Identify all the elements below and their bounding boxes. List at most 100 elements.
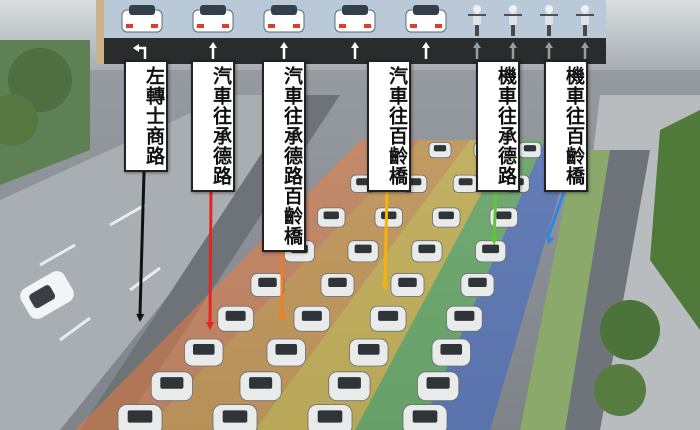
arrow-up-icon <box>509 42 517 59</box>
traffic-car-window <box>249 377 273 389</box>
sign-icons <box>121 5 594 59</box>
traffic-car-window <box>317 410 343 423</box>
left-arrow-head <box>133 44 139 52</box>
turn-left-arrow-icon <box>133 44 147 59</box>
traffic-car-window <box>222 410 248 423</box>
traffic-car-window <box>225 310 246 321</box>
traffic-car-window <box>337 377 361 389</box>
lane-label-1: 左轉士商路 <box>124 60 168 172</box>
right-tree <box>650 110 700 330</box>
traffic-car-window <box>378 310 399 321</box>
car-windshield <box>413 5 439 15</box>
lane-pointers <box>136 171 566 330</box>
traffic-car-window <box>440 344 463 355</box>
car-light <box>293 24 300 28</box>
left-arrow-shaft <box>137 46 147 59</box>
scooter-icon <box>576 5 594 36</box>
lane-pointer-arrowhead-1 <box>136 313 145 322</box>
arrow-head <box>422 42 430 48</box>
lane-pointer-arrowhead-5 <box>490 236 499 245</box>
scooter-icon <box>468 5 486 36</box>
lane-pointer-arrowhead-2 <box>205 321 215 330</box>
arrow-head <box>280 42 288 48</box>
traffic-car-window <box>192 344 215 355</box>
lane-pointer-arrowhead-6 <box>546 236 555 245</box>
traffic-car-window <box>454 310 475 321</box>
car-windshield <box>271 5 297 15</box>
traffic-car-window <box>482 244 500 254</box>
traffic-car-window <box>127 410 153 423</box>
traffic-car-window <box>357 344 380 355</box>
arrow-up-icon <box>351 42 359 59</box>
right-shrub <box>594 364 646 416</box>
arrow-up-icon <box>209 42 217 59</box>
lane-pointer-line-6 <box>546 191 566 238</box>
lane-pointer-line-5 <box>492 191 498 238</box>
arrow-up-icon <box>422 42 430 59</box>
traffic-car-window <box>381 211 397 220</box>
lane-label-6: 機車往百齡橋 <box>544 60 588 192</box>
arrow-head <box>509 42 517 48</box>
car-light <box>435 24 442 28</box>
right-shrub <box>600 300 660 360</box>
traffic-car-window <box>433 145 447 152</box>
traffic-car-window <box>328 277 347 287</box>
car-light <box>364 24 371 28</box>
scooter-wheel <box>475 25 479 36</box>
traffic-car-window <box>412 410 438 423</box>
traffic-car-window <box>418 244 436 254</box>
scooter-wheel <box>511 25 515 36</box>
traffic-car-window <box>398 277 417 287</box>
car-windshield <box>129 5 155 15</box>
lane-label-4: 汽車往百齡橋 <box>367 60 411 192</box>
lane-pointer-line-1 <box>138 171 146 315</box>
car-light <box>197 24 204 28</box>
car-icon <box>192 5 234 33</box>
traffic-car-window <box>275 344 298 355</box>
traffic-car-window <box>258 277 277 287</box>
rider-head <box>545 5 553 13</box>
overhead-sign-bar <box>96 38 606 64</box>
arrow-up-icon <box>545 42 553 59</box>
arrow-head <box>473 42 481 48</box>
lane-pointer-line-2 <box>208 191 213 323</box>
sign-edge <box>96 0 104 64</box>
bike-path <box>565 150 650 430</box>
traffic-car-window <box>468 277 487 287</box>
traffic-car-window <box>458 178 473 186</box>
scooter-icon <box>540 5 558 36</box>
car-light <box>410 24 417 28</box>
car-light <box>268 24 275 28</box>
rider-head <box>581 5 589 13</box>
car-windshield <box>342 5 368 15</box>
lane-pointer-arrowhead-4 <box>381 281 390 290</box>
arrow-head <box>581 42 589 48</box>
lane-pointer-line-4 <box>383 191 389 283</box>
arrow-up-icon <box>581 42 589 59</box>
arrow-up-icon <box>280 42 288 59</box>
rider-head <box>473 5 481 13</box>
traffic-car-window <box>523 145 537 152</box>
car-light <box>151 24 158 28</box>
arrow-head <box>209 42 217 48</box>
white-car <box>20 271 74 319</box>
car-light <box>126 24 133 28</box>
scooter-wheel <box>547 25 551 36</box>
left-tree <box>0 94 38 146</box>
traffic-car-window <box>438 211 454 220</box>
traffic-car-window <box>496 211 512 220</box>
traffic-car-window <box>301 310 322 321</box>
traffic-car-window <box>323 211 339 220</box>
lane-label-2: 汽車往承德路 <box>191 60 235 192</box>
arrow-head <box>545 42 553 48</box>
arrow-head <box>351 42 359 48</box>
traffic-car-window <box>160 377 184 389</box>
lane-pointer-arrowhead-3 <box>277 313 287 322</box>
car-light <box>222 24 229 28</box>
car-light <box>339 24 346 28</box>
scooter-icon <box>504 5 522 36</box>
scooter-wheel <box>583 25 587 36</box>
car-icon <box>121 5 163 33</box>
